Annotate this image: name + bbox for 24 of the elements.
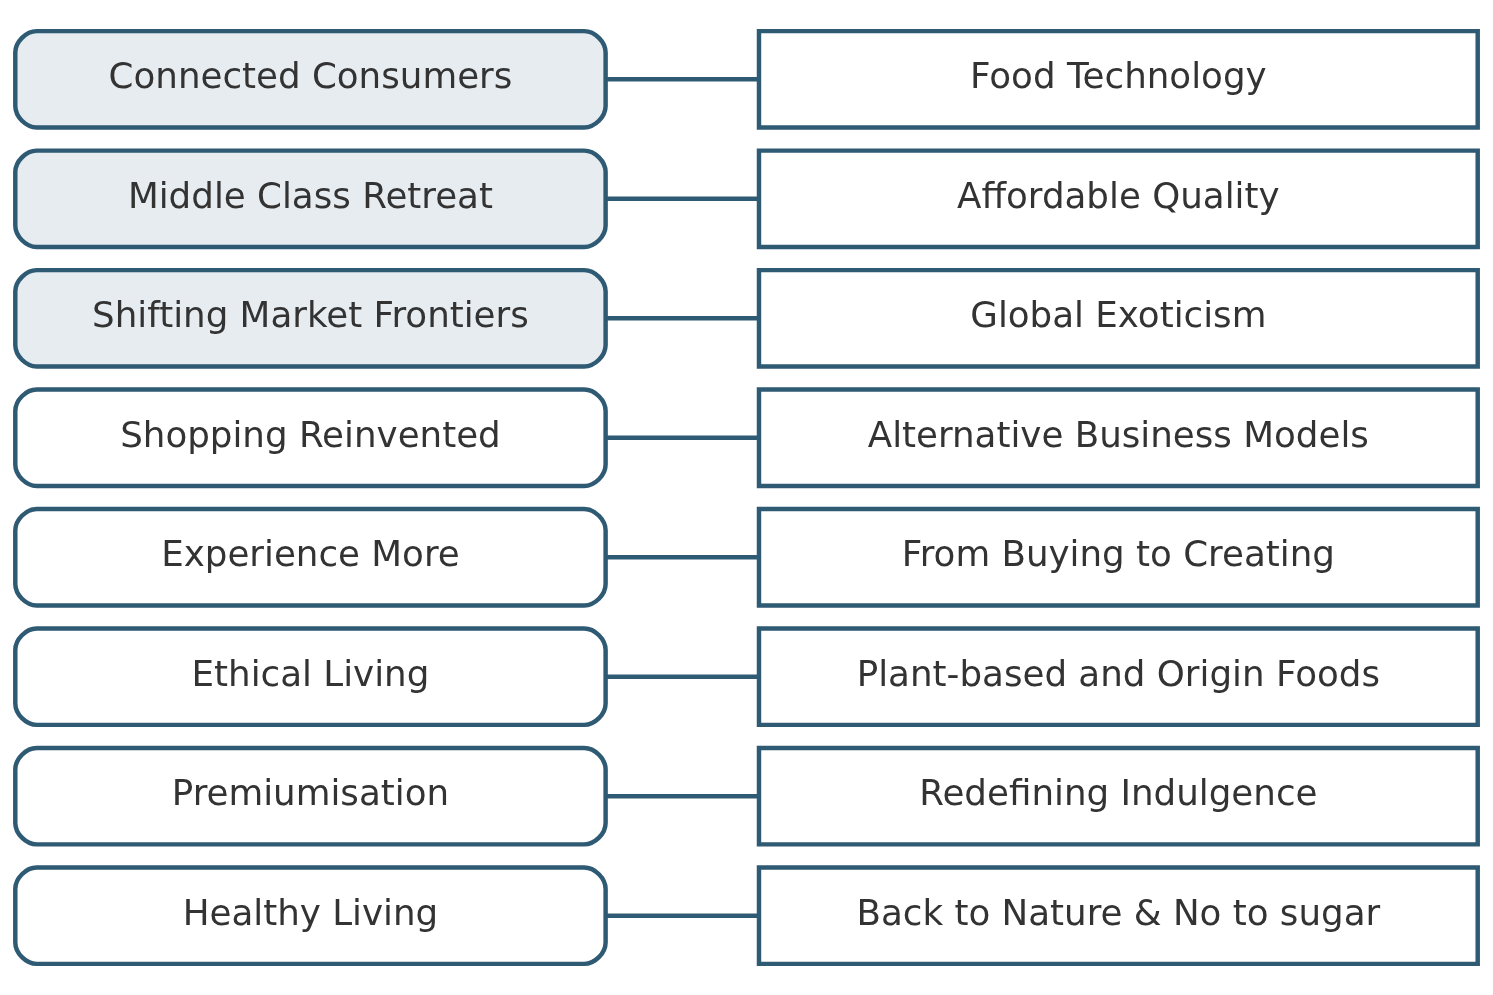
node-box: Global Exoticism bbox=[756, 267, 1480, 369]
node-box: Affordable Quality bbox=[756, 148, 1480, 250]
node-box: Redefining Indulgence bbox=[756, 745, 1480, 847]
connector bbox=[606, 435, 759, 440]
node-box: Shopping Reinvented bbox=[13, 387, 608, 489]
node-box: Back to Nature & No to sugar bbox=[756, 865, 1480, 967]
connector bbox=[606, 77, 759, 82]
connector bbox=[606, 196, 759, 201]
connector bbox=[606, 674, 759, 679]
connector bbox=[606, 316, 759, 321]
connector bbox=[606, 555, 759, 560]
node-box: Ethical Living bbox=[13, 626, 608, 728]
node-box: Food Technology bbox=[756, 28, 1480, 130]
node-box: Shifting Market Frontiers bbox=[13, 267, 608, 369]
node-box: Experience More bbox=[13, 506, 608, 608]
node-box: Healthy Living bbox=[13, 865, 608, 967]
node-box: Plant-based and Origin Foods bbox=[756, 626, 1480, 728]
node-box: Middle Class Retreat bbox=[13, 148, 608, 250]
connector bbox=[606, 794, 759, 799]
connector bbox=[606, 913, 759, 918]
node-box: Premiumisation bbox=[13, 745, 608, 847]
node-box: Connected Consumers bbox=[13, 28, 608, 130]
node-box: Alternative Business Models bbox=[756, 387, 1480, 489]
node-box: From Buying to Creating bbox=[756, 506, 1480, 608]
